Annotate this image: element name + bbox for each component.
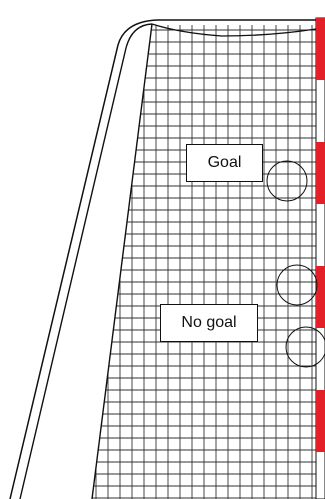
ball-goal bbox=[267, 161, 307, 201]
post-stripe bbox=[316, 18, 325, 80]
goal-frame-outline bbox=[10, 20, 316, 499]
goal-label: Goal bbox=[186, 144, 263, 182]
net-left-edge bbox=[92, 24, 152, 499]
no-goal-label: No goal bbox=[160, 304, 258, 342]
post-stripe bbox=[316, 390, 325, 452]
post-stripe bbox=[316, 142, 325, 204]
ball-no-goal-upper bbox=[277, 265, 317, 305]
post-stripe bbox=[316, 266, 325, 328]
